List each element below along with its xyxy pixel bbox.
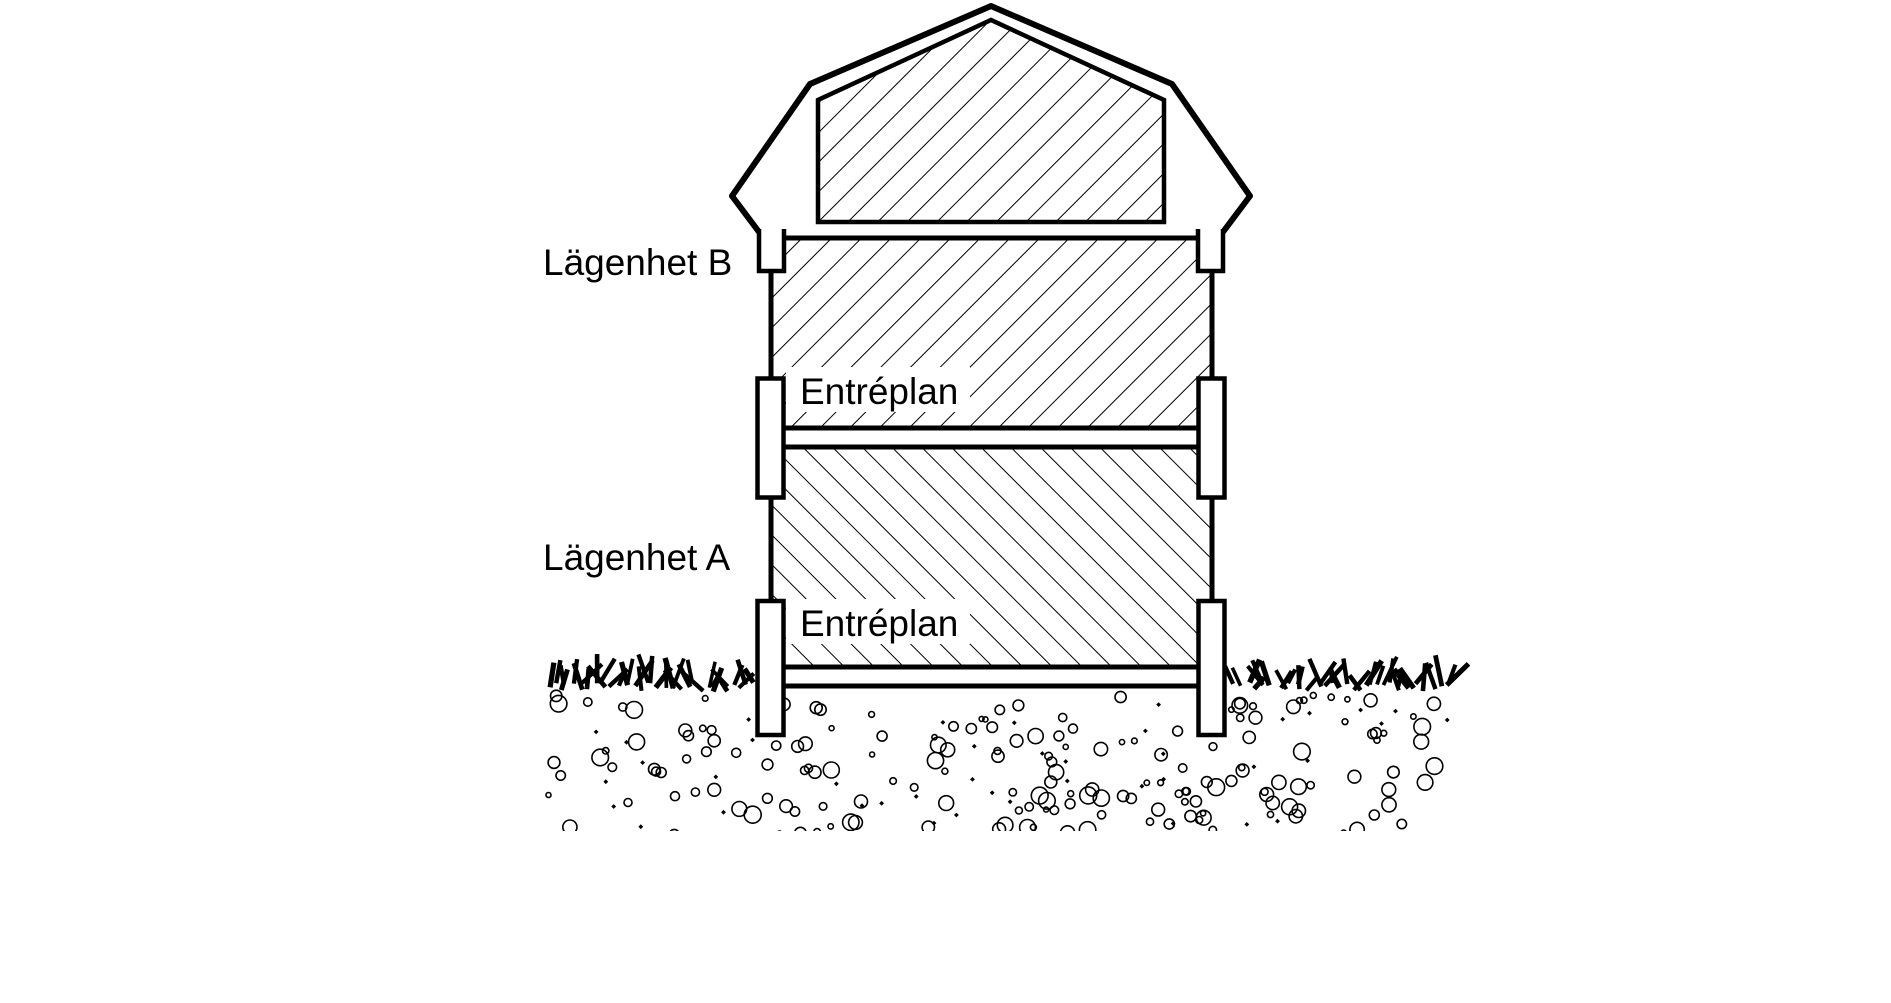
- grass-tufts-left: [547, 653, 756, 693]
- pier-foundation-left: [755, 598, 786, 738]
- wall-cap-left: [756, 229, 787, 274]
- attic-hatch: [815, 17, 1167, 225]
- entreplan-a-label-box: [786, 599, 970, 644]
- apartment-a-label: Lägenhet A: [543, 537, 731, 578]
- apartment-b-label: Lägenhet B: [543, 242, 732, 283]
- entreplan-b-label: Entréplan: [800, 371, 958, 412]
- soil-stipple-texture: [545, 689, 1450, 831]
- pier-mid-right: [1196, 376, 1227, 500]
- entreplan-a-label: Entréplan: [800, 603, 958, 644]
- entreplan-b-label-box: [786, 367, 970, 412]
- pier-foundation-right: [1196, 598, 1227, 738]
- wall-cap-right: [1195, 229, 1226, 274]
- pier-mid-left: [755, 376, 786, 500]
- grass-tufts-right: [1223, 654, 1471, 692]
